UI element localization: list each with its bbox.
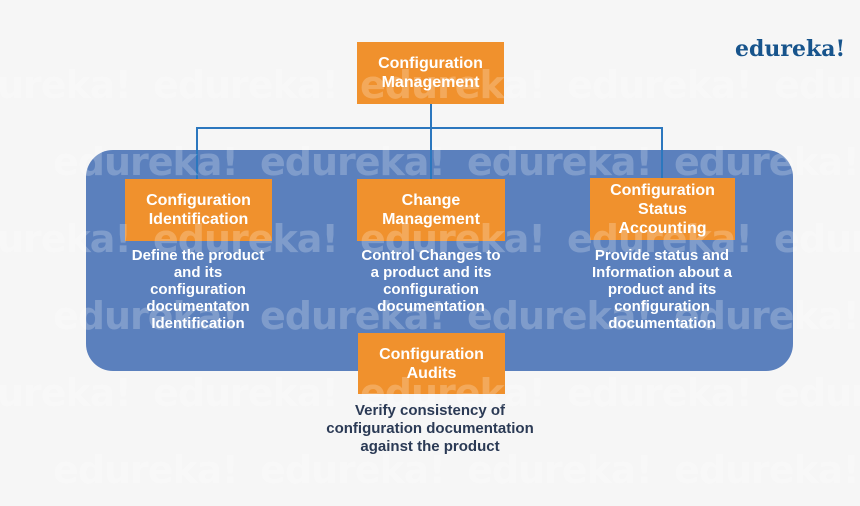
root-box-label: Configuration Management: [378, 55, 483, 91]
branch-box-configuration-status-accounting: Configuration Status Accounting: [590, 178, 735, 240]
description-configuration-status-accounting: Provide status and Information about a p…: [592, 247, 732, 332]
branch-box-label: Configuration Identification: [146, 192, 251, 228]
watermark-text: edureka!: [53, 448, 239, 492]
connector-right-drop: [661, 127, 663, 180]
bottom-box-configuration-audits: Configuration Audits: [358, 333, 505, 394]
branch-box-label: Configuration Status Accounting: [610, 181, 715, 237]
watermark-text: edureka!: [153, 63, 339, 107]
watermark-text: edureka!: [774, 371, 860, 415]
connector-root-stem: [430, 103, 432, 128]
watermark-text: edureka!: [567, 371, 753, 415]
connector-middle-drop: [430, 127, 432, 180]
connector-horizontal: [196, 127, 663, 129]
watermark-text: edureka!: [0, 371, 132, 415]
watermark-text: edureka!: [674, 448, 860, 492]
watermark-text: edureka!: [0, 63, 132, 107]
connector-left-drop: [196, 127, 198, 180]
watermark-text: edureka!: [774, 63, 860, 107]
edureka-logo: edureka!: [735, 36, 846, 62]
watermark-text: edureka!: [567, 63, 753, 107]
branch-box-configuration-identification: Configuration Identification: [125, 179, 272, 241]
description-configuration-identification: Define the product and its configuration…: [131, 247, 265, 332]
branch-box-change-management: Change Management: [357, 179, 505, 241]
description-configuration-audits: Verify consistency of configuration docu…: [326, 402, 534, 455]
branch-box-label: Change Management: [382, 192, 480, 228]
root-box-configuration-management: Configuration Management: [357, 42, 504, 104]
bottom-box-label: Configuration Audits: [379, 345, 484, 382]
description-change-management: Control Changes to a product and its con…: [361, 247, 501, 315]
